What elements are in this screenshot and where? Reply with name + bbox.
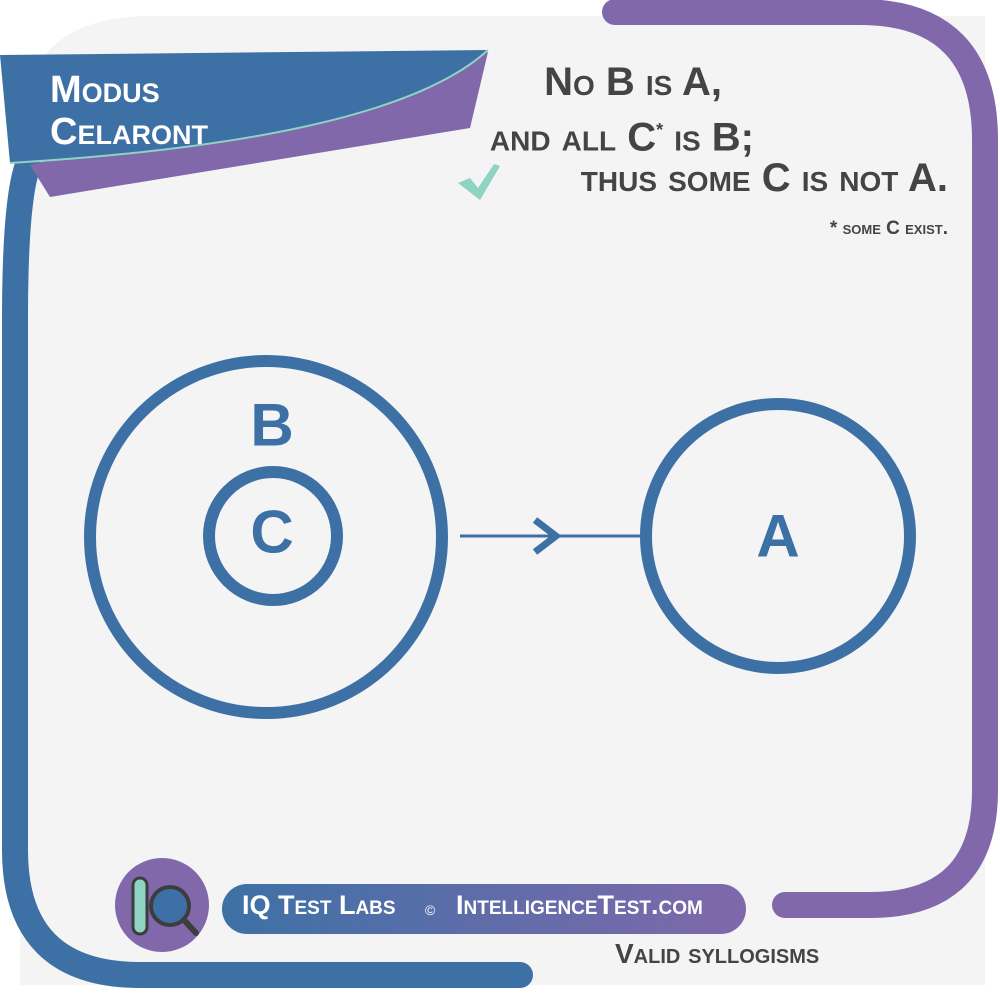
circle-c [203,466,343,606]
magnifier-handle [181,917,199,936]
premise-1: No B is A, [544,60,722,104]
banner-blue [0,50,488,163]
footnote: * some C exist. [829,218,948,239]
banner-accent [9,49,489,164]
circle-b [84,355,448,719]
subtitle: Valid syllogisms [615,938,820,969]
premise-2: and all C* is B; [490,106,754,161]
site-link[interactable]: IntelligenceTest.com [456,890,703,920]
asterisk: * [656,120,664,140]
premise-2-a: and all C [489,115,657,160]
test-tube-icon [131,876,149,936]
title-line-1: Modus [50,69,160,111]
purple-frame [602,0,998,918]
magnifier-icon [149,885,191,927]
label-c: C [250,498,294,566]
footer-pill [222,884,746,934]
premise-2-b: is B; [674,115,754,160]
blue-frame [2,152,533,988]
conclusion: thus some C is not A. [580,156,948,200]
title-line-2: Celaront [50,111,208,153]
label-b: B [250,391,294,459]
checkmark-icon [458,164,500,200]
arrow-head-icon [532,517,562,555]
brand-name: IQ Test Labs [242,890,396,920]
copyright: © [425,902,436,918]
label-a: A [756,502,800,570]
background-panel [20,16,985,985]
